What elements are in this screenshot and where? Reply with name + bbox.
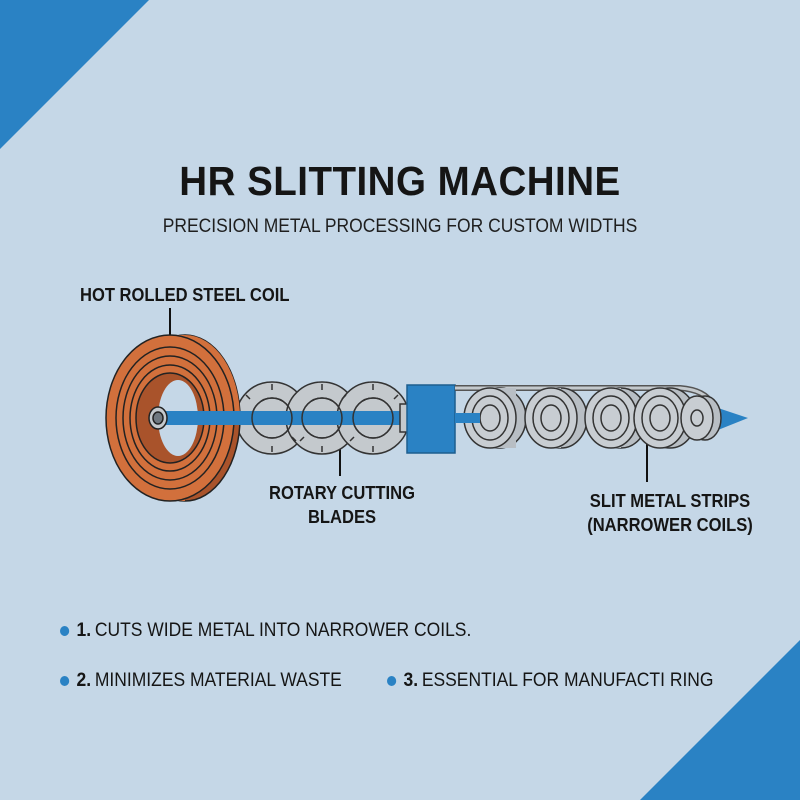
drive-unit (406, 384, 456, 454)
hot-rolled-steel-coil (105, 334, 241, 502)
bullet-dot-icon (60, 676, 70, 686)
coil-label: HOT ROLLED STEEL COIL (80, 285, 290, 305)
bullet-text: ESSENTIAL FOR MANUFACTI RING (421, 670, 714, 691)
slit-coil-1 (463, 387, 527, 449)
slit-coils (463, 387, 722, 449)
bullet-number: 1. (76, 620, 92, 641)
page-subtitle: PRECISION METAL PROCESSING FOR CUSTOM WI… (162, 216, 638, 237)
bullet-text: CUTS WIDE METAL INTO NARROWER COILS. (94, 620, 472, 641)
strips-label-line-1: SLIT METAL STRIPS (589, 491, 751, 511)
bullet-dot-icon (60, 626, 70, 636)
blades-label-line-2: BLADES (307, 507, 377, 527)
bullet-dot-icon (387, 676, 397, 686)
rotary-cutting-blades (235, 381, 410, 455)
page-title: HR SLITTING MACHINE (179, 158, 621, 204)
bullet-number: 3. (403, 670, 419, 691)
blades-label: ROTARY CUTTING BLADES (268, 481, 415, 529)
slit-coil-2 (524, 387, 588, 449)
strips-label: SLIT METAL STRIPS (NARROWER COILS) (587, 489, 753, 537)
output-arrow-icon (718, 408, 748, 430)
blades-label-line-1: ROTARY CUTTING (269, 483, 415, 503)
bullet-text: MINIMIZES MATERIAL WASTE (94, 670, 342, 691)
strips-label-line-2: (NARROWER COILS) (587, 515, 753, 535)
slit-coil-5 (680, 395, 722, 441)
bullet-number: 2. (76, 670, 92, 691)
bullet-item-3: 3. ESSENTIAL FOR MANUFACTI RING (387, 670, 714, 692)
bullet-item-1: 1. CUTS WIDE METAL INTO NARROWER COILS. (60, 620, 471, 642)
bullet-item-2: 2. MINIMIZES MATERIAL WASTE (60, 670, 342, 692)
